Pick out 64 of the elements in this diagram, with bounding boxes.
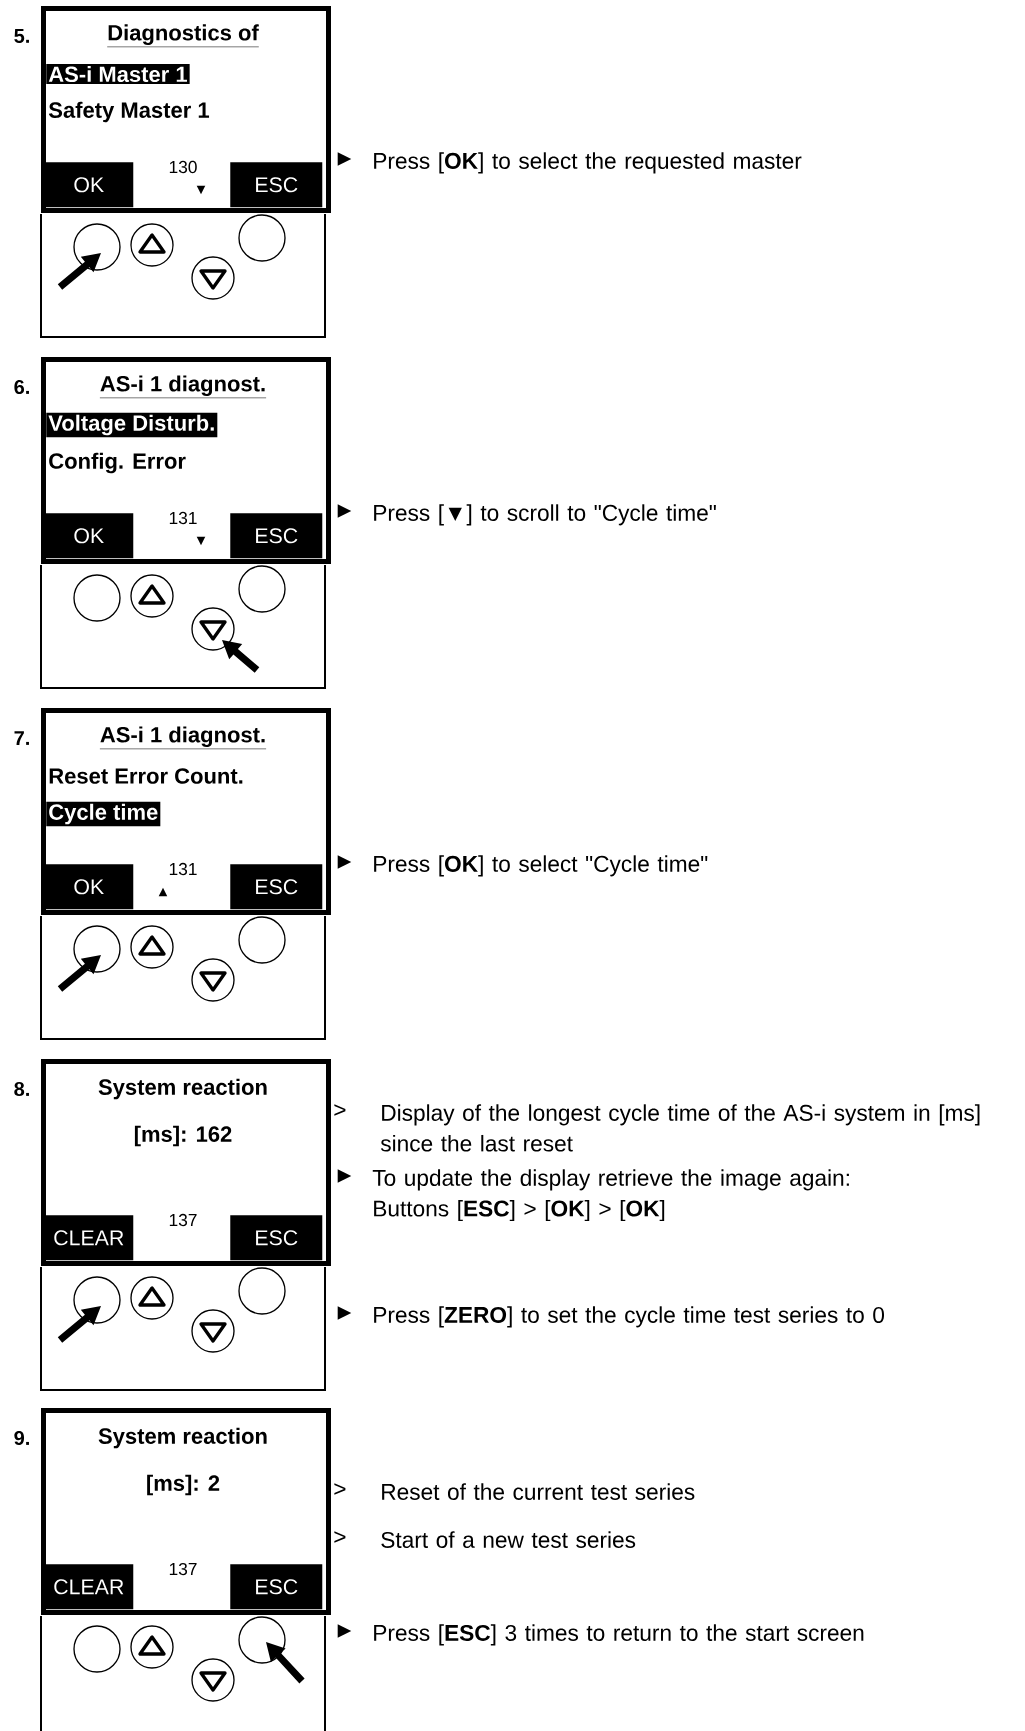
step-number: 6. bbox=[14, 379, 29, 395]
node-label: CLEAR bbox=[54, 1230, 124, 1246]
screen-title: System reaction bbox=[98, 1427, 267, 1449]
softkey: ESC bbox=[230, 864, 323, 910]
node-label: CLEAR bbox=[54, 1579, 124, 1595]
step-number: 9. bbox=[14, 1430, 29, 1446]
screen-title: Diagnostics of bbox=[106, 24, 260, 48]
bullet-marker: > bbox=[334, 1483, 346, 1495]
softkey: OK bbox=[44, 162, 134, 208]
display-screen bbox=[41, 1059, 331, 1266]
screen-text: Config. Error bbox=[49, 452, 186, 474]
node-label: OK bbox=[74, 528, 104, 544]
screen-number: 131 bbox=[169, 511, 197, 525]
scroll-indicator: ▲ bbox=[158, 887, 168, 897]
softkey: ESC bbox=[230, 513, 323, 559]
node-label: OK bbox=[74, 879, 104, 895]
highlighted-menu-item: AS-i Master 1 bbox=[46, 63, 190, 85]
highlighted-menu-item: Cycle time bbox=[46, 801, 161, 827]
screen-text: Reset Error Count. bbox=[49, 768, 243, 784]
node-label: ESC bbox=[256, 177, 298, 193]
instruction-text: Press [ZERO] to set the cycle time test series to 0 bbox=[374, 1306, 885, 1328]
bullet-marker: ► bbox=[337, 152, 352, 166]
scroll-indicator: ▼ bbox=[196, 536, 206, 546]
softkey: ESC bbox=[230, 1564, 323, 1610]
softkey: CLEAR bbox=[44, 1564, 134, 1610]
bullet-marker: ► bbox=[337, 504, 352, 518]
highlighted-menu-item: Voltage Disturb. bbox=[46, 412, 218, 438]
screen-text: [ms]: 2 bbox=[147, 1474, 220, 1496]
step-number: 8. bbox=[14, 1081, 29, 1097]
softkey: CLEAR bbox=[44, 1215, 134, 1261]
screen-title: AS-i 1 diagnost. bbox=[99, 726, 267, 750]
bullet-marker: > bbox=[334, 1104, 346, 1116]
softkey: OK bbox=[44, 513, 134, 559]
node-label: ESC bbox=[256, 1579, 298, 1595]
screen-number: 137 bbox=[169, 1562, 197, 1576]
softkey: OK bbox=[44, 864, 134, 910]
softkey: ESC bbox=[230, 1215, 323, 1261]
screen-text: Safety Master 1 bbox=[48, 101, 210, 123]
display-screen bbox=[41, 1408, 331, 1615]
instruction-text: Press [ESC] 3 times to return to the start screen bbox=[374, 1624, 864, 1646]
node-label: ESC bbox=[256, 879, 298, 895]
display-screen bbox=[41, 6, 331, 213]
screen-number: 131 bbox=[169, 862, 197, 876]
instruction-text: To update the display retrieve the image again: Buttons [ESC] > [OK] > [OK] bbox=[372, 1169, 849, 1222]
bullet-marker: ► bbox=[337, 855, 352, 869]
bullet-marker: > bbox=[334, 1531, 346, 1543]
node-label: OK bbox=[74, 177, 104, 193]
screen-number: 130 bbox=[169, 160, 197, 174]
node-label: ESC bbox=[256, 1230, 298, 1246]
display-screen bbox=[41, 357, 331, 564]
scroll-indicator: ▼ bbox=[196, 185, 206, 195]
instruction-text: Start of a new test series bbox=[381, 1531, 636, 1548]
bullet-marker: ► bbox=[337, 1306, 352, 1320]
softkey: ESC bbox=[230, 162, 323, 208]
step-number: 5. bbox=[14, 29, 29, 43]
bullet-marker: ► bbox=[337, 1624, 352, 1638]
screen-title: System reaction bbox=[98, 1078, 267, 1100]
display-screen bbox=[41, 708, 331, 915]
screen-text: [ms]: 162 bbox=[134, 1125, 232, 1147]
screen-number: 137 bbox=[169, 1213, 197, 1227]
screen-title: AS-i 1 diagnost. bbox=[99, 375, 267, 399]
step-number: 7. bbox=[14, 731, 29, 745]
bullet-marker: ► bbox=[337, 1169, 352, 1183]
node-label: ESC bbox=[256, 528, 298, 544]
